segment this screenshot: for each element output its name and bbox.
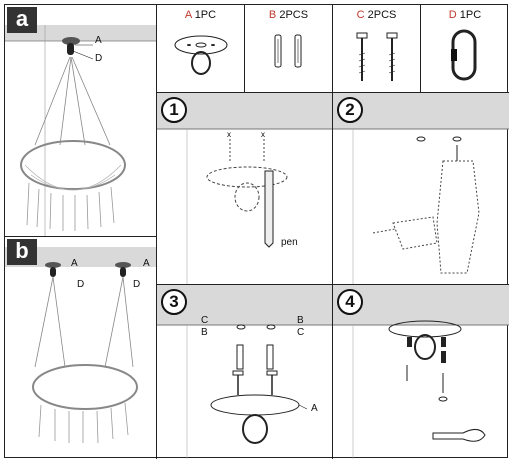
part-d-qty: 1PC bbox=[459, 9, 482, 21]
step-4-tighten: 4 bbox=[333, 285, 509, 459]
panel-b-tag: b bbox=[7, 239, 37, 265]
step-3-number: 3 bbox=[161, 289, 187, 315]
part-a-qty: 1PC bbox=[194, 9, 217, 21]
part-d-letter: D bbox=[448, 9, 457, 21]
part-a: A 1PC bbox=[157, 5, 245, 93]
part-b: B 2PCS bbox=[245, 5, 333, 93]
hanging-chair-illustration bbox=[5, 25, 156, 236]
instruction-sheet: a bbox=[4, 4, 509, 459]
panel-a-hanging-chair: a bbox=[5, 5, 157, 237]
part-b-letter: B bbox=[268, 9, 277, 21]
ceiling-plate-icon bbox=[174, 35, 228, 75]
carabiner-icon bbox=[451, 29, 477, 81]
step-1-number: 1 bbox=[161, 97, 187, 123]
step-2-illustration bbox=[333, 93, 509, 284]
panel-b-hanging-chair: b A A D D bbox=[5, 237, 157, 459]
part-c-letter: C bbox=[356, 9, 365, 21]
part-c-qty: 2PCS bbox=[367, 9, 397, 21]
svg-text:x: x bbox=[227, 130, 231, 139]
step-3-illustration bbox=[157, 285, 332, 459]
callout-d-right: D bbox=[133, 279, 141, 290]
step-2-number: 2 bbox=[337, 97, 363, 123]
step-3-label-c-right: C bbox=[297, 327, 305, 338]
wall-anchor-icon bbox=[274, 34, 302, 68]
step-4-illustration bbox=[333, 285, 509, 459]
svg-text:x: x bbox=[261, 130, 265, 139]
panel-a-tag: a bbox=[7, 7, 37, 33]
parts-list: A 1PC B 2PCS C 2PCS bbox=[157, 5, 509, 93]
step-3-label-b-left: B bbox=[201, 327, 208, 338]
callout-a: A bbox=[95, 35, 102, 46]
step-4-number: 4 bbox=[337, 289, 363, 315]
part-a-letter: A bbox=[184, 9, 192, 21]
callout-d: D bbox=[95, 53, 103, 64]
step-3-label-c-left: C bbox=[201, 315, 209, 326]
pen-label: pen bbox=[281, 237, 298, 248]
part-d: D 1PC bbox=[421, 5, 509, 93]
step-3-label-a: A bbox=[311, 403, 318, 414]
callout-d-left: D bbox=[77, 279, 85, 290]
step-2-drill-holes: 2 bbox=[333, 93, 509, 285]
lag-screw-icon bbox=[356, 32, 398, 81]
callout-a-left: A bbox=[71, 258, 78, 269]
step-3-insert-anchors: 3 C B B C A bbox=[157, 285, 333, 459]
callout-a-right: A bbox=[143, 258, 150, 269]
step-3-label-b-right: B bbox=[297, 315, 304, 326]
two-point-chair-illustration bbox=[5, 247, 156, 444]
part-c: C 2PCS bbox=[333, 5, 421, 93]
part-b-qty: 2PCS bbox=[279, 9, 309, 21]
